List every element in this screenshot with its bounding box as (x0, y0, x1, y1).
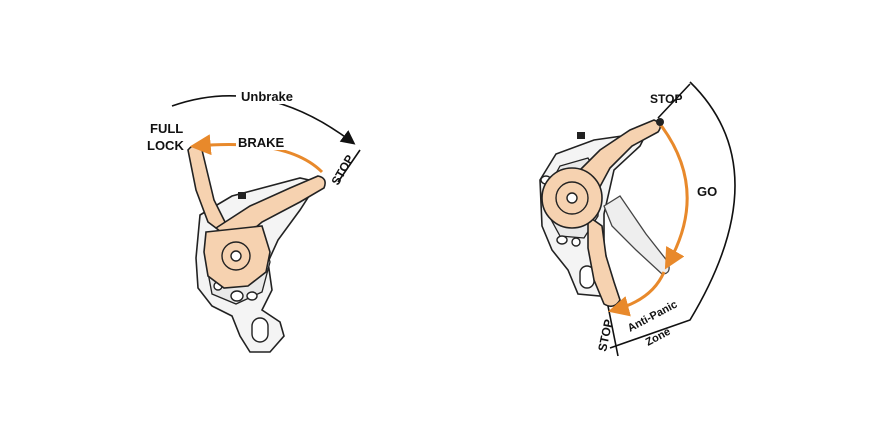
right-lever-ghost (603, 195, 670, 275)
left-slot (251, 317, 269, 343)
right-anti-panic-arc (607, 271, 666, 317)
right-outer-arc (609, 81, 736, 349)
left-lever-brake-arm (214, 175, 326, 246)
left-lock-label: LOCK (147, 138, 184, 153)
right-hole-2 (556, 235, 568, 245)
left-unbrake-label: Unbrake (241, 89, 293, 104)
right-cam-pivot-center (566, 192, 578, 204)
right-anti-panic-label-2: Zone (644, 326, 673, 349)
right-stop-bottom-label: STOP (595, 318, 615, 353)
left-cam-pivot-center (230, 250, 242, 262)
right-clip (577, 132, 585, 139)
left-full-label: FULL (150, 121, 183, 136)
right-stop-top-tick (657, 83, 691, 119)
left-hole-2 (246, 291, 258, 301)
left-unbrake-bg (236, 88, 298, 104)
right-hole-3 (571, 237, 581, 247)
left-stop-tick (337, 149, 361, 183)
left-brake-bg (236, 134, 286, 150)
left-lever-back-arm (187, 144, 229, 236)
right-go-label: GO (697, 184, 717, 199)
left-device: Unbrake BRAKE FULL LOCK STOP (147, 88, 361, 353)
right-device: STOP GO STOP Anti-Panic Zone (539, 81, 736, 357)
right-stop-top-label: STOP (650, 92, 682, 106)
right-go-arc (658, 123, 689, 270)
left-brake-label: BRAKE (238, 135, 285, 150)
left-hole-1 (230, 290, 244, 302)
left-clip (238, 192, 246, 199)
right-stop-top-dot (656, 118, 664, 126)
left-stop-label: STOP (328, 152, 356, 187)
